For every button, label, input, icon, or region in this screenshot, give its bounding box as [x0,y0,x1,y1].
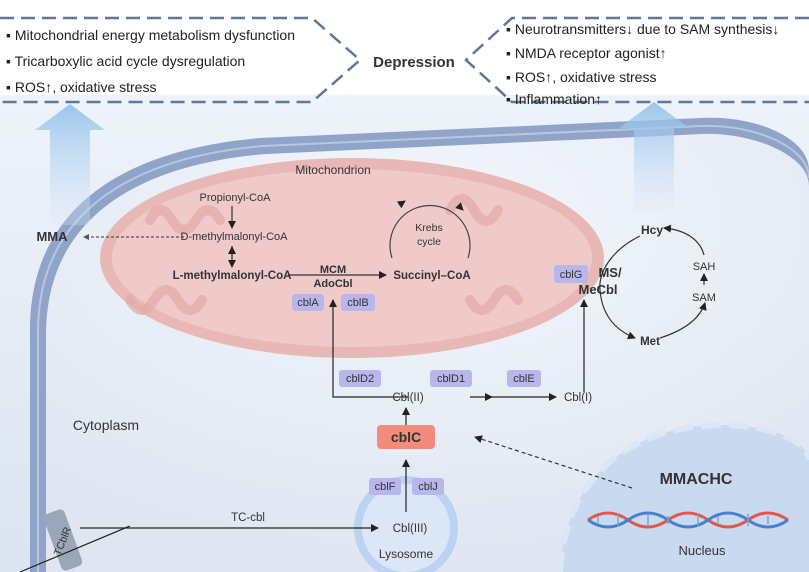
sah-label: SAH [693,261,716,273]
nucleus-label: Nucleus [679,543,726,558]
cblg-pill [554,265,588,283]
cbld2-label: cblD2 [346,373,374,385]
cblg-label: cblG [560,269,583,281]
cbld1-label: cblD1 [437,373,465,385]
cycle-label: cycle [417,236,441,248]
hcy-label: Hcy [641,223,663,237]
depression-title: Depression [373,54,455,71]
right-effect-item: ▪ NMDA receptor agonist↑ [506,45,667,61]
cble-pill [507,370,541,387]
cbld2-pill [339,370,381,387]
left-up-arrow [35,104,105,225]
met-label: Met [640,336,660,348]
cblf-label: cblF [375,481,396,493]
lysosome [354,476,458,572]
cblj-label: cblJ [418,481,438,493]
methionine-cycle [599,224,708,340]
succinyl-coa-label: Succinyl–CoA [393,270,470,282]
cbld1-pill [430,370,472,387]
cbla-label: cblA [297,297,319,309]
d-methylmalonyl-coa-label: D-methylmalonyl-CoA [181,231,289,243]
cblc-box [377,425,435,449]
nucleus [557,421,809,572]
mecbl-label: MeCbl [579,282,618,297]
ms-label: MS/ [598,265,622,280]
mitochondrion-label: Mitochondrion [295,163,370,177]
cblf-pill [369,478,401,495]
right-effects-box [464,16,809,104]
l-methylmalonyl-coa-label: L-methylmalonyl-CoA [173,270,292,282]
lysosome-label: Lysosome [379,547,434,561]
cbl1-label: Cbl(I) [564,392,592,404]
sam-label: SAM [692,292,716,304]
cbl3-label: Cbl(III) [393,523,428,535]
right-up-arrow [619,102,689,210]
cytoplasm-label: Cytoplasm [73,417,139,433]
mcm-label: MCM [320,264,346,276]
krebs-label: Krebs [415,222,442,234]
dna-helix-icon [587,511,789,529]
tcblr-receptor [19,509,131,572]
cblb-pill [341,294,375,311]
cblc-label: cblC [391,429,421,445]
cbl2-label: Cbl(II) [392,392,423,404]
tc-cbl-label: TC-cbl [231,512,265,524]
cblj-pill [412,478,444,495]
right-effect-item: ▪ ROS↑, oxidative stress [506,69,656,85]
mmachc-label: MMACHC [660,471,733,488]
adocbl-label: AdoCbl [313,278,352,290]
cbla-pill [292,294,324,311]
mma-label: MMA [36,229,68,244]
mitochondrion [100,158,604,358]
arrow-cbl2-to-adocbl [329,299,408,398]
right-effect-item: ▪ Inflammation↑ [506,91,602,107]
right-effect-item: ▪ Neurotransmitters↓ due to SAM synthesi… [506,21,779,37]
left-effect-item: ▪ ROS↑, oxidative stress [6,79,156,95]
cble-label: cblE [513,373,534,385]
cblb-label: cblB [347,297,368,309]
left-effect-item: ▪ Tricarboxylic acid cycle dysregulation [6,53,245,69]
propionyl-coa-label: Propionyl-CoA [200,192,272,204]
left-effect-item: ▪ Mitochondrial energy metabolism dysfun… [6,27,295,43]
krebs-cycle-circle [389,200,471,259]
